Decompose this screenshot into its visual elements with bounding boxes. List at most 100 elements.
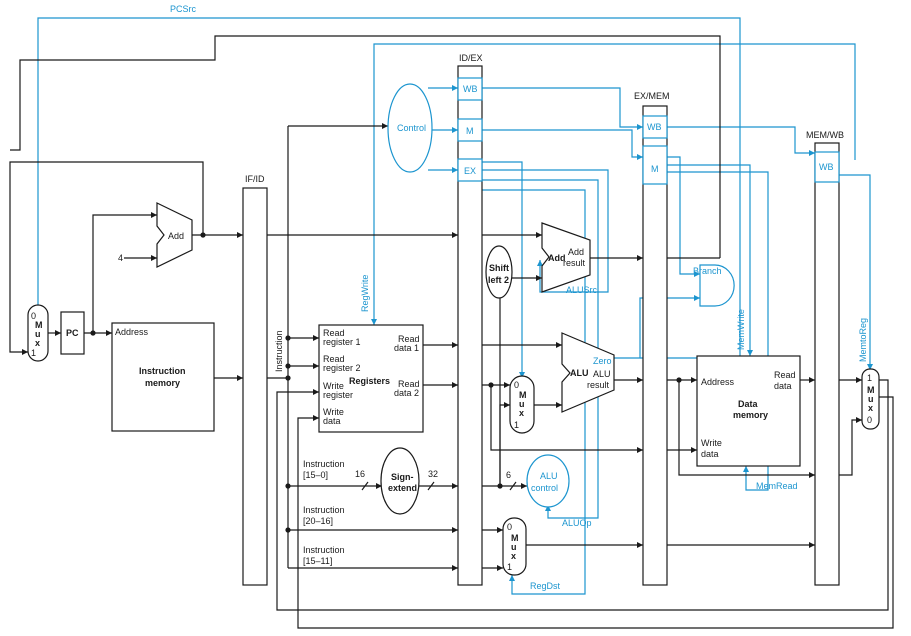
alu-mux-letter-x: x bbox=[519, 408, 524, 418]
data-mem-write-b: data bbox=[701, 449, 719, 459]
alu-unit: ALU Zero ALU result bbox=[561, 332, 615, 413]
data-mem-read-a: Read bbox=[774, 370, 796, 380]
alu-control-line1: ALU bbox=[540, 471, 558, 481]
alu-control-unit: ALU control 6 bbox=[506, 454, 570, 508]
sign-extend-out-bits: 32 bbox=[428, 469, 438, 479]
exmem-wb-field: WB bbox=[647, 122, 662, 132]
data-mem-write-a: Write bbox=[701, 438, 722, 448]
pc-mux-letter-x: x bbox=[35, 338, 40, 348]
reg-read-data2-a: Read bbox=[398, 379, 420, 389]
alu-out-b: result bbox=[587, 380, 610, 390]
branch-adder-out-b: result bbox=[563, 258, 586, 268]
regwrite-label: RegWrite bbox=[360, 275, 370, 312]
idex-wb-field: WB bbox=[463, 84, 478, 94]
control-label: Control bbox=[397, 123, 426, 133]
regdst-mux-letter-m: M bbox=[511, 533, 519, 543]
data-mem-read-b: data bbox=[774, 381, 792, 391]
exmem-m-field: M bbox=[651, 164, 659, 174]
alu-mux-input-0: 0 bbox=[514, 380, 519, 390]
memtoreg-mux-letter-m: M bbox=[867, 385, 875, 395]
control-arrowheads bbox=[35, 85, 873, 581]
sign-extend-line1: Sign- bbox=[391, 472, 414, 482]
sign-extend-unit: Sign- extend 16 32 bbox=[355, 447, 438, 515]
memwrite-label: MemWrite bbox=[736, 309, 746, 350]
alu-control-bits: 6 bbox=[506, 470, 511, 480]
regdst-mux: 0 M u x 1 bbox=[502, 517, 527, 576]
reg-write-reg-b: register bbox=[323, 390, 353, 400]
aluop-label: ALUOp bbox=[562, 518, 592, 528]
pc-adder: Add 4 bbox=[118, 202, 193, 268]
register-file: Read register 1 Read register 2 Write re… bbox=[318, 324, 424, 433]
reg-write-reg-a: Write bbox=[323, 381, 344, 391]
reg-write-data-a: Write bbox=[323, 407, 344, 417]
pc-mux-letter-m: M bbox=[35, 320, 43, 330]
pc-adder-label: Add bbox=[168, 231, 184, 241]
reg-read-reg1-a: Read bbox=[323, 328, 345, 338]
reg-read-data1-a: Read bbox=[398, 334, 420, 344]
pc-label: PC bbox=[66, 328, 79, 338]
pc-mux-letter-u: u bbox=[35, 329, 41, 339]
alu-mux-letter-u: u bbox=[519, 399, 525, 409]
instruction-field-labels: Instruction [15–0] Instruction [20–16] I… bbox=[303, 459, 345, 566]
instr-field-2-label: Instruction bbox=[303, 505, 345, 515]
instr-field-2-range: [20–16] bbox=[303, 516, 333, 526]
ifid-label: IF/ID bbox=[245, 174, 265, 184]
reg-write-data-b: data bbox=[323, 416, 341, 426]
memtoreg-mux-input-0: 0 bbox=[867, 415, 872, 425]
alusrc-label: ALUSrc bbox=[566, 285, 598, 295]
memwb-register: MEM/WB WB bbox=[806, 130, 844, 586]
exmem-label: EX/MEM bbox=[634, 91, 670, 101]
constant-four: 4 bbox=[118, 253, 123, 263]
idex-ex-field: EX bbox=[464, 166, 476, 176]
alu-mux-input-1: 1 bbox=[514, 420, 519, 430]
idex-register: ID/EX WB M EX bbox=[457, 53, 483, 586]
memtoreg-mux-input-1: 1 bbox=[867, 373, 872, 383]
sign-extend-in-bits: 16 bbox=[355, 469, 365, 479]
alu-control-line2: control bbox=[531, 483, 558, 493]
reg-read-reg2-b: register 2 bbox=[323, 363, 361, 373]
data-mem-title-2: memory bbox=[733, 410, 768, 420]
instr-field-3-range: [15–11] bbox=[303, 556, 332, 566]
regdst-label: RegDst bbox=[530, 581, 561, 591]
alu-out-a: ALU bbox=[593, 369, 611, 379]
instr-field-1-range: [15–0] bbox=[303, 470, 328, 480]
instr-mem-address-label: Address bbox=[115, 327, 149, 337]
idex-label: ID/EX bbox=[459, 53, 483, 63]
shift-left-2-unit: Shift left 2 bbox=[485, 245, 513, 299]
branch-label: Branch bbox=[693, 266, 722, 276]
instruction-memory: Address Instruction memory bbox=[111, 322, 215, 432]
reg-read-reg2-a: Read bbox=[323, 354, 345, 364]
alu-title: ALU bbox=[570, 368, 589, 378]
branch-adder: Add Add result bbox=[541, 222, 591, 293]
idex-m-field: M bbox=[466, 126, 474, 136]
reg-read-data1-b: data 1 bbox=[394, 343, 419, 353]
pc-mux-input-1: 1 bbox=[31, 348, 36, 358]
regdst-mux-input-0: 0 bbox=[507, 522, 512, 532]
regdst-mux-input-1: 1 bbox=[507, 562, 512, 572]
pc-register: PC bbox=[60, 311, 85, 355]
instruction-bus-label: Instruction bbox=[274, 330, 284, 372]
shift-left-line1: Shift bbox=[489, 263, 509, 273]
alu-zero-label: Zero bbox=[593, 356, 612, 366]
memread-label: MemRead bbox=[756, 481, 798, 491]
ifid-register: IF/ID bbox=[242, 174, 268, 586]
reg-read-reg1-b: register 1 bbox=[323, 337, 361, 347]
alu-mux-letter-m: M bbox=[519, 390, 527, 400]
exmem-register: EX/MEM WB M bbox=[634, 91, 670, 586]
junction-dots bbox=[90, 232, 682, 533]
control-unit: Control bbox=[387, 83, 433, 173]
regdst-mux-letter-x: x bbox=[511, 551, 516, 561]
data-mem-title-1: Data bbox=[738, 399, 759, 409]
data-memory: Address Read data Data memory Write data bbox=[696, 355, 801, 467]
memtoreg-label: MemtoReg bbox=[858, 318, 868, 362]
reg-read-data2-b: data 2 bbox=[394, 388, 419, 398]
memwb-wb-field: WB bbox=[819, 162, 834, 172]
sign-extend-line2: extend bbox=[388, 483, 417, 493]
instr-field-3-label: Instruction bbox=[303, 545, 345, 555]
memtoreg-mux: 1 M u x 0 bbox=[861, 368, 880, 430]
data-mem-address-label: Address bbox=[701, 377, 735, 387]
memwb-label: MEM/WB bbox=[806, 130, 844, 140]
memtoreg-mux-letter-x: x bbox=[868, 403, 873, 413]
shift-left-line2: left 2 bbox=[488, 275, 509, 285]
